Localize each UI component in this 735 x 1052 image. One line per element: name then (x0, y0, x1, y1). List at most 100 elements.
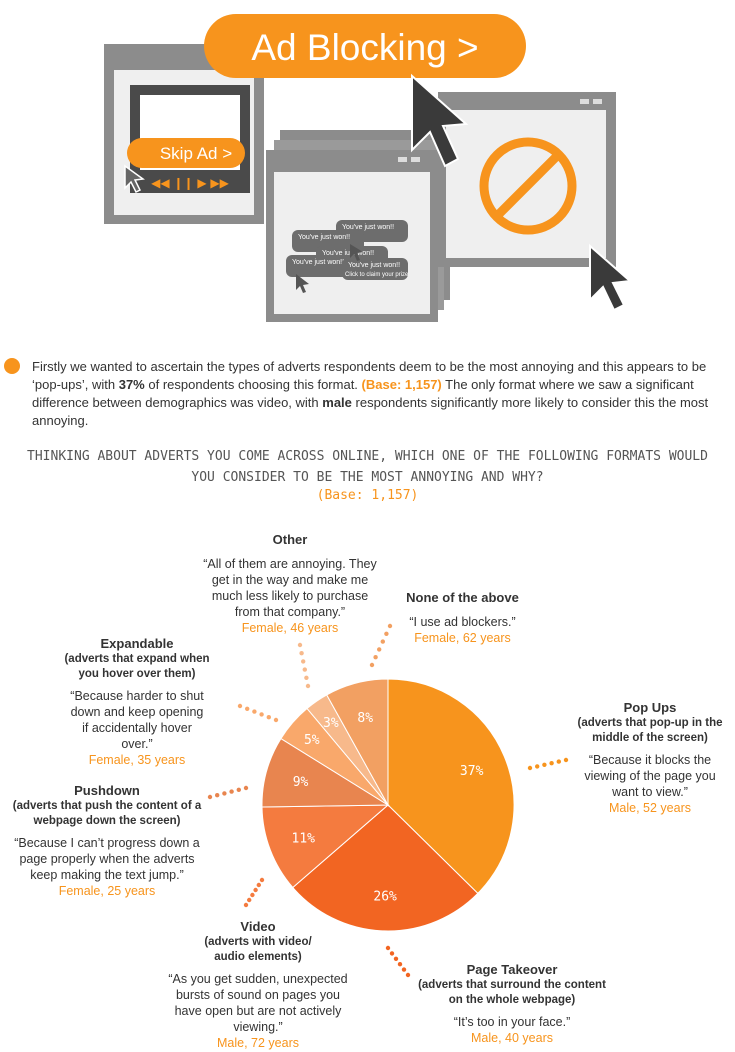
callout-author: Female, 62 years (414, 631, 511, 645)
player-controls-icon: ◀◀ ❙❙ ▶ ▶▶ (151, 176, 229, 190)
leader-dot (207, 794, 213, 800)
leader-dot (384, 631, 389, 636)
callout-title: Expandable (100, 636, 174, 651)
leader-dot (305, 683, 311, 689)
leader-dot (397, 962, 403, 967)
callout-quote: “As you get sudden, unexpected bursts of… (168, 972, 348, 1034)
callout-video: Video (adverts with video/ audio element… (168, 919, 348, 1051)
callout-author: Male, 52 years (609, 801, 691, 815)
bullet-dot (4, 358, 20, 374)
leader-dot (229, 789, 234, 794)
cursor-icon (411, 73, 469, 168)
chart-subtitle: (Base: 1,157) (316, 488, 419, 503)
leader-dot (259, 877, 265, 883)
leader-dot (273, 717, 279, 723)
slice-value-label: 37% (460, 764, 484, 779)
leader-dot (393, 956, 399, 961)
svg-text:You've just won!!: You've just won!! (292, 259, 344, 266)
cursor-icon (589, 243, 633, 312)
leader-dot (377, 647, 382, 652)
leader-dot (535, 764, 540, 769)
slice-value-label: 3% (323, 716, 339, 731)
pie-slice-video (261, 804, 390, 889)
pie-slice-expandable (280, 707, 389, 806)
svg-text:You've just won!!: You've just won!! (348, 262, 400, 269)
chart-title: Thinking about adverts you come across o… (27, 449, 708, 485)
leader-dot (401, 967, 407, 972)
callout-popups: Pop Ups (adverts that pop-up in the midd… (575, 700, 725, 816)
svg-text:Click to claim your prize: Click to claim your prize (345, 272, 409, 278)
callout-title: Other (272, 532, 308, 547)
callout-pushdown: Pushdown (adverts that push the content … (12, 783, 202, 899)
leader-dot (380, 639, 385, 644)
leader-dot (373, 655, 378, 660)
cursor-icon (124, 164, 145, 194)
cursor-icon (296, 274, 309, 293)
skip-ad-button[interactable]: Skip Ad > (127, 138, 245, 168)
callout-author: Male, 40 years (471, 1031, 553, 1045)
leader-dot (556, 759, 561, 764)
leader-dot (252, 709, 257, 714)
prohibited-icon (479, 137, 577, 235)
pie-slice-pushdown (261, 737, 390, 808)
leader-dot (297, 642, 303, 648)
svg-text:You've just won!!: You've just won!! (322, 250, 374, 257)
leader-dot (389, 951, 395, 956)
leader-dot (247, 897, 252, 903)
leader-dot (304, 675, 309, 680)
leader-dot (266, 715, 271, 720)
slice-value-label: 26% (373, 890, 397, 905)
callout-subtitle: (adverts that pop-up in the middle of th… (577, 717, 723, 744)
callout-subtitle: (adverts that surround the content on th… (418, 979, 606, 1006)
callout-title: Pop Ups (623, 700, 677, 715)
intro-paragraph: Firstly we wanted to ascertain the types… (32, 359, 709, 428)
callout-page-takeover: Page Takeover (adverts that surround the… (412, 962, 612, 1046)
ad-blocking-banner[interactable]: Ad Blocking > (204, 14, 526, 78)
slice-value-label: 9% (293, 775, 309, 790)
pie-slices (261, 678, 515, 932)
callout-quote: “All of them are annoying. They get in t… (203, 557, 377, 619)
leader-dot (256, 882, 261, 888)
leader-dot (299, 651, 304, 656)
leader-dot (301, 659, 306, 664)
leader-dot (253, 887, 258, 893)
callout-quote: “Because I can’t progress down a page pr… (14, 836, 200, 882)
leader-dot (563, 757, 569, 763)
hero-illustration: ◀◀ ❙❙ ▶ ▶▶ Skip Ad > You've just won!! Y… (104, 14, 633, 322)
pie-slice-other (306, 694, 389, 806)
leader-dot (385, 945, 391, 951)
leader-dot (222, 791, 227, 796)
leader-dot (215, 793, 220, 798)
pie-slice-pop-ups (387, 678, 515, 895)
callout-subtitle: (adverts with video/ audio elements) (204, 936, 312, 963)
callout-author: Female, 25 years (58, 884, 156, 898)
callout-quote: “It’s too in your face.” (453, 1015, 571, 1029)
leader-dot (387, 623, 393, 629)
callout-author: Female, 35 years (88, 753, 186, 767)
leader-dot (302, 667, 307, 672)
callout-quote: “Because it blocks the viewing of the pa… (584, 753, 716, 799)
leader-dot (245, 706, 250, 711)
ad-blocking-label: Ad Blocking > (251, 27, 478, 68)
leader-dot (237, 703, 243, 709)
leader-dot (259, 712, 264, 717)
callout-author: Male, 72 years (217, 1036, 299, 1050)
leader-dot (549, 761, 554, 766)
callout-subtitle: (adverts that push the content of a webp… (12, 800, 202, 827)
callout-title: Video (240, 919, 276, 934)
leader-dot (527, 765, 533, 771)
cursor-icon (350, 244, 363, 261)
callout-title: Pushdown (74, 783, 140, 798)
callout-title: Page Takeover (466, 962, 558, 977)
leader-dot (542, 762, 547, 767)
callout-other: Other “All of them are annoying. They ge… (200, 532, 380, 636)
pie-slice-none-of-the-above (326, 678, 389, 807)
callout-quote: “I use ad blockers.” (409, 615, 516, 629)
svg-text:You've just won!!: You've just won!! (342, 224, 394, 231)
callout-expandable: Expandable (adverts that expand when you… (42, 636, 232, 768)
callout-author: Female, 46 years (241, 621, 339, 635)
leader-dot (369, 662, 375, 668)
skip-ad-label: Skip Ad > (160, 144, 232, 163)
leader-dot (250, 892, 255, 898)
popup-windows: You've just won!! You've just won!! You'… (266, 130, 450, 322)
